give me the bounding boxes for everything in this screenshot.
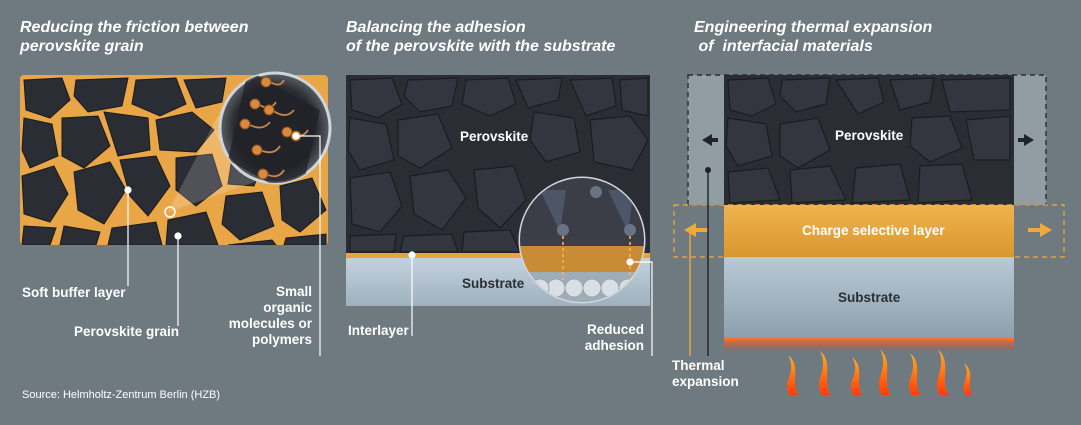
panel3-stack-illustration xyxy=(673,74,1065,395)
label-substrate-panel3: Substrate xyxy=(838,290,901,305)
panel2-title: Balancing the adhesion of the perovskite… xyxy=(346,18,615,56)
label-thermal-expansion: Thermal expansion xyxy=(672,358,739,390)
reduced-line1: Reduced xyxy=(586,322,644,337)
source-credit: Source: Helmholtz-Zentrum Berlin (HZB) xyxy=(22,389,221,401)
panel3-title: Engineering thermal expansion of interfa… xyxy=(694,18,932,56)
panel3-title-line2: of interfacial materials xyxy=(694,38,873,55)
panel2-title-line2: of the perovskite with the substrate xyxy=(346,38,616,55)
label-perovskite-panel3: Perovskite xyxy=(835,128,904,143)
reduced-line2: adhesion xyxy=(584,338,644,353)
molecules-line3: molecules or xyxy=(228,316,312,331)
label-interlayer: Interlayer xyxy=(348,323,409,338)
thermal-line1: Thermal xyxy=(672,358,725,373)
panel1-title: Reducing the friction between perovskite… xyxy=(20,18,248,56)
molecules-line4: polymers xyxy=(251,332,312,347)
label-reduced-adhesion: Reduced adhesion xyxy=(560,322,644,354)
zoom-point xyxy=(164,206,176,218)
label-small-organic-molecules: Small organic molecules or polymers xyxy=(216,284,312,348)
molecules-line1: Small xyxy=(275,284,312,299)
label-soft-buffer-layer: Soft buffer layer xyxy=(22,285,126,300)
label-charge-selective-layer: Charge selective layer xyxy=(802,223,945,238)
label-perovskite-panel2: Perovskite xyxy=(460,129,529,144)
panel1-title-line2: perovskite grain xyxy=(20,38,144,55)
molecules-magnifier xyxy=(218,71,332,185)
panel2-title-line1: Balancing the adhesion xyxy=(346,19,526,36)
label-perovskite-grain: Perovskite grain xyxy=(74,324,180,339)
panel2-leaders xyxy=(408,251,653,356)
panel1-leaders xyxy=(124,132,321,356)
panel1-title-line1: Reducing the friction between xyxy=(20,19,249,36)
adhesion-magnifier xyxy=(518,176,646,304)
panel3-title-line1: Engineering thermal expansion xyxy=(694,19,933,36)
molecules-line2: organic xyxy=(263,300,312,315)
label-substrate-panel2: Substrate xyxy=(462,276,525,291)
panel3-leaders xyxy=(687,167,711,356)
thermal-line2: expansion xyxy=(672,374,739,389)
